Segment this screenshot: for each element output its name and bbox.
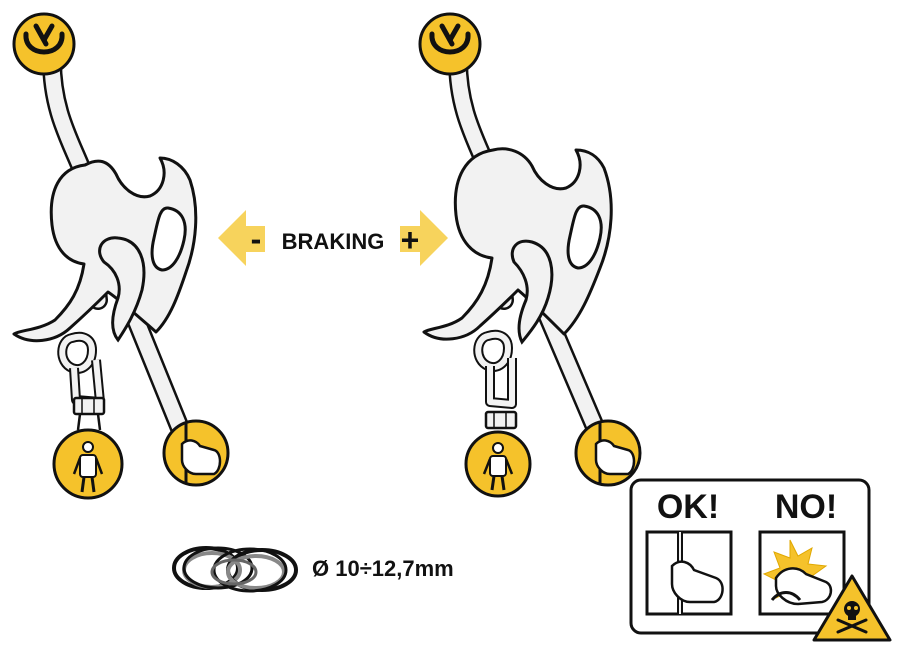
skull-danger-icon xyxy=(812,574,892,642)
braking-arrow: - BRAKING + xyxy=(218,210,448,266)
ok-no-panel: OK! NO! xyxy=(629,478,871,635)
rope-coil-icon xyxy=(172,546,298,593)
climber-harness-icon xyxy=(464,430,532,498)
braking-plus: + xyxy=(401,222,420,258)
no-label: NO! xyxy=(775,488,837,526)
device-left xyxy=(12,50,198,458)
braking-label: BRAKING xyxy=(282,229,385,254)
device-right xyxy=(422,50,614,458)
anchor-symbol-icon xyxy=(418,12,482,76)
climber-harness-icon xyxy=(52,428,124,500)
anchor-symbol-icon xyxy=(12,12,76,76)
hand-grip-icon xyxy=(162,419,230,487)
ok-label: OK! xyxy=(657,488,719,526)
hand-grip-icon xyxy=(670,532,724,614)
rope-diameter-label: Ø 10÷12,7mm xyxy=(312,556,454,581)
hand-grip-icon xyxy=(574,419,642,487)
braking-minus: - xyxy=(251,221,262,257)
